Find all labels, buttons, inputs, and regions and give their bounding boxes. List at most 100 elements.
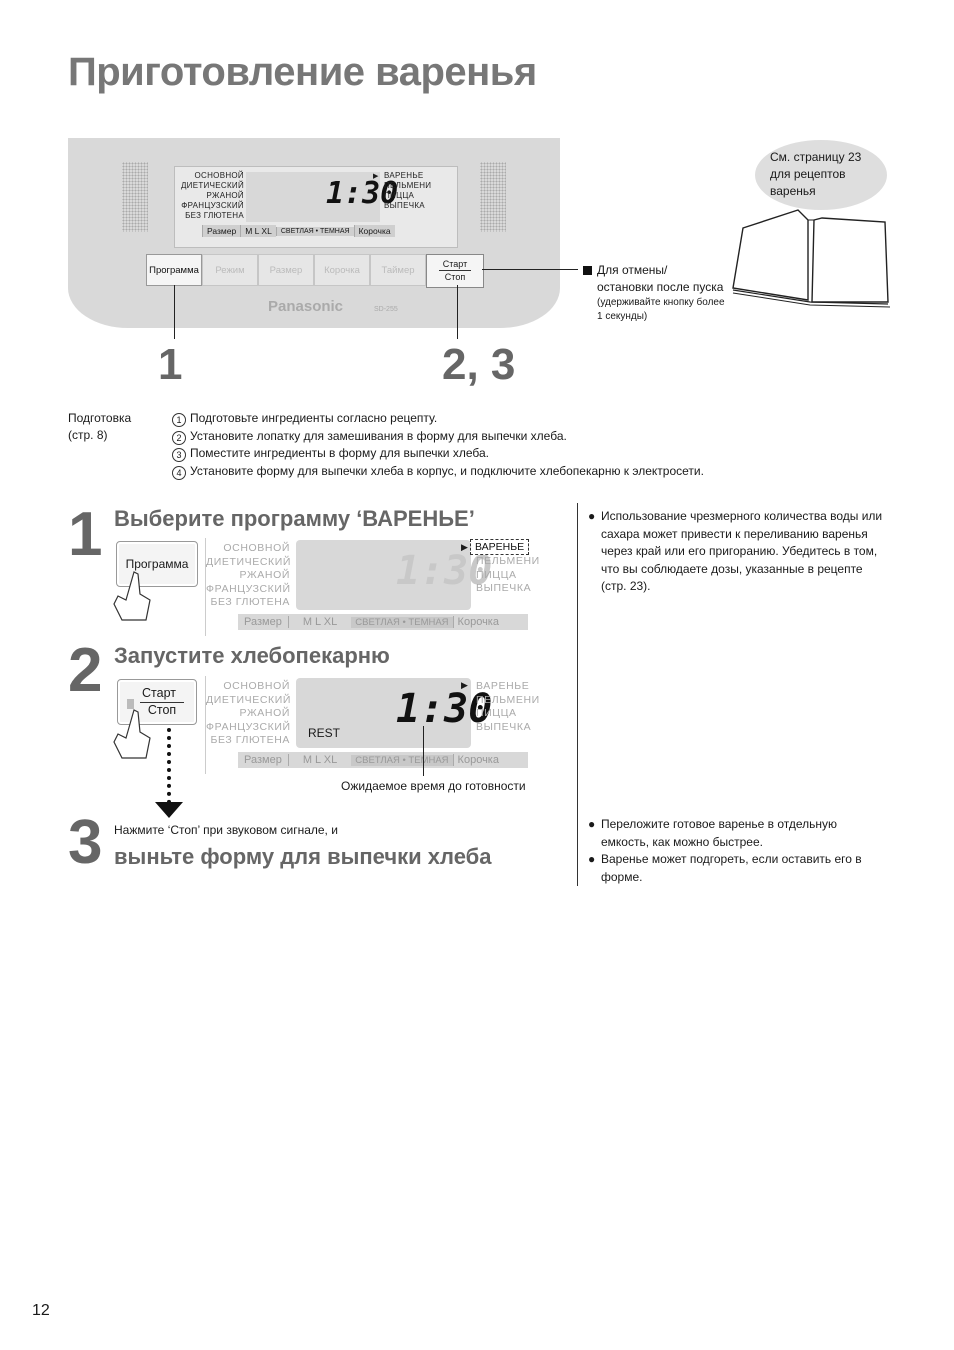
note-bottom-2: ● Варенье может подгореть, если оставить… (588, 851, 888, 886)
prep-label: Подготовка (стр. 8) (68, 410, 131, 444)
lcd-screen (246, 172, 380, 222)
program-label: ФРАНЦУЗСКИЙ (181, 201, 244, 210)
program-label: ВЫПЕЧКА (384, 201, 425, 210)
program-label: ОСНОВНОЙ (223, 680, 290, 692)
program-label: ПИЦЦА (384, 191, 415, 200)
crust-label: Корочка (353, 225, 395, 237)
panel-button-row: Программа Режим Размер Корочка Таймер (146, 254, 482, 286)
start-stop-button[interactable]: Старт Стоп (426, 254, 484, 288)
start-stop-button-large[interactable]: Старт Стоп (117, 679, 197, 725)
program-label: РЖАНОЙ (239, 569, 290, 581)
program-label: ВАРЕНЬЕ (384, 171, 424, 180)
note-text: Варенье может подгореть, если оставить е… (601, 852, 862, 884)
size-options: M L XL (240, 225, 276, 237)
program-label: ВАРЕНЬЕ (476, 680, 530, 692)
cancel-note-text: Для отмены/ остановки после пуска (597, 263, 724, 294)
step-3-sub: Нажмите ‘Стоп’ при звуковом сигнале, и (114, 823, 338, 837)
program-label: ВЫПЕЧКА (476, 720, 532, 733)
selected-program-box: ВАРЕНЬЕ (470, 539, 530, 555)
bullet-icon: ● (588, 509, 596, 523)
hand-pointer-icon (113, 571, 151, 621)
prep-item-text: Подготовьте ингредиенты согласно рецепту… (190, 411, 438, 425)
dotted-arrow-line (167, 728, 171, 804)
callout-1: 1 (158, 340, 183, 389)
square-bullet-icon (583, 266, 592, 275)
size-options: M L XL (302, 616, 338, 628)
program-button-large[interactable]: Программа (116, 541, 198, 587)
crust-range: СВЕТЛАЯ • ТЕМНАЯ (275, 226, 354, 236)
note-bottom-1: ● Переложите готовое варенье в отдельную… (588, 816, 888, 851)
cancel-note-small: (удерживайте кнопку более 1 секунды) (597, 297, 725, 322)
time-leader-line (423, 726, 424, 776)
start-label: Старт (442, 259, 468, 269)
lcd-right-programs: ВАРЕНЬЕ ПЕЛЬМЕНИ ПИЦЦА ВЫПЕЧКА (476, 680, 540, 734)
program-label: ОСНОВНОЙ (223, 542, 290, 554)
control-panel: ОСНОВНОЙ ДИЕТИЧЕСКИЙ РЖАНОЙ ФРАНЦУЗСКИЙ … (68, 138, 560, 328)
size-options: M L XL (302, 754, 338, 766)
recipe-bubble: См. страницу 23 для рецептов варенья (755, 140, 887, 210)
program-label: ПЕЛЬМЕНИ (384, 181, 432, 190)
lcd-bottom-bar: Размер M L XL СВЕТЛАЯ • ТЕМНАЯ Корочка (238, 614, 528, 630)
prep-list: 1 Подготовьте ингредиенты согласно рецепт… (172, 410, 704, 480)
program-label: ПИЦЦА (476, 707, 517, 719)
program-label: ПИЦЦА (476, 568, 517, 581)
speaker-grille-right (480, 162, 506, 232)
program-label: ПЕЛЬМЕНИ (476, 555, 540, 567)
step-2-number: 2 (68, 636, 103, 705)
program-label: ФРАНЦУЗСКИЙ (206, 582, 291, 595)
callout-23: 2, 3 (442, 340, 516, 389)
bubble-text: См. страницу 23 для рецептов варенья (770, 150, 862, 198)
hand-pointer-icon (113, 709, 151, 759)
program-label: БЕЗ ГЛЮТЕНА (210, 596, 290, 608)
lcd-screen (296, 678, 471, 748)
lcd-left-programs: ОСНОВНОЙ ДИЕТИЧЕСКИЙ РЖАНОЙ ФРАНЦУЗСКИЙ … (206, 542, 290, 610)
crust-range: СВЕТЛАЯ • ТЕМНАЯ (351, 754, 453, 766)
bullet-icon: ● (588, 852, 596, 866)
book-icon (732, 209, 891, 308)
stop-label: Стоп (140, 702, 184, 717)
prep-label-page: (стр. 8) (68, 428, 108, 442)
circle-number: 2 (172, 430, 186, 445)
cancel-note: Для отмены/ остановки после пуска (удерж… (597, 262, 727, 324)
time-caption: Ожидаемое время до готовности (341, 779, 526, 793)
step-1-heading: Выберите программу ‘ВАРЕНЬЕ’ (114, 506, 475, 531)
rest-label: REST (308, 726, 341, 740)
indicator-light (127, 699, 134, 709)
circle-number: 1 (172, 413, 186, 427)
circle-number: 4 (172, 465, 186, 480)
size-button[interactable]: Размер (258, 254, 314, 286)
program-label: ВЫПЕЧКА (476, 582, 532, 594)
program-label: БЕЗ ГЛЮТЕНА (185, 211, 244, 220)
timer-button[interactable]: Таймер (370, 254, 426, 286)
crust-label: Корочка (452, 616, 503, 628)
page-title: Приготовление варенья (68, 50, 537, 94)
prep-item-text: Поместите ингредиенты в форму для выпечк… (190, 446, 489, 460)
step-1-number: 1 (68, 500, 103, 569)
program-label: ДИЕТИЧЕСКИЙ (206, 555, 292, 568)
program-label: БЕЗ ГЛЮТЕНА (210, 734, 290, 746)
model-label: SD-255 (374, 306, 398, 313)
lcd-right-programs: ПЕЛЬМЕНИ ПИЦЦА ВЫПЕЧКА (476, 555, 540, 596)
indicator-arrow-icon: ▶ (461, 542, 468, 552)
lcd-time: 1:30 (396, 686, 493, 732)
program-label: ФРАНЦУЗСКИЙ (206, 720, 291, 733)
mode-button[interactable]: Режим (202, 254, 258, 286)
page-number: 12 (32, 1302, 50, 1319)
brand-logo: Panasonic (268, 298, 344, 315)
program-label: РЖАНОЙ (206, 191, 244, 200)
step-3-number: 3 (68, 808, 103, 877)
crust-button[interactable]: Корочка (314, 254, 370, 286)
indicator-arrow-icon: ▶ (461, 680, 468, 690)
program-button[interactable]: Программа (146, 254, 202, 286)
step-2-heading: Запустите хлебопекарню (114, 643, 390, 668)
note-text: Переложите готовое варенье в отдельную е… (601, 817, 838, 849)
crust-range: СВЕТЛАЯ • ТЕМНАЯ (351, 616, 453, 628)
program-label: ОСНОВНОЙ (194, 171, 244, 180)
arrow-down-icon (155, 802, 183, 818)
lcd-large-1: ОСНОВНОЙ ДИЕТИЧЕСКИЙ РЖАНОЙ ФРАНЦУЗСКИЙ … (205, 538, 546, 636)
prep-label-line: Подготовка (68, 411, 132, 425)
speaker-grille-left (122, 162, 148, 232)
